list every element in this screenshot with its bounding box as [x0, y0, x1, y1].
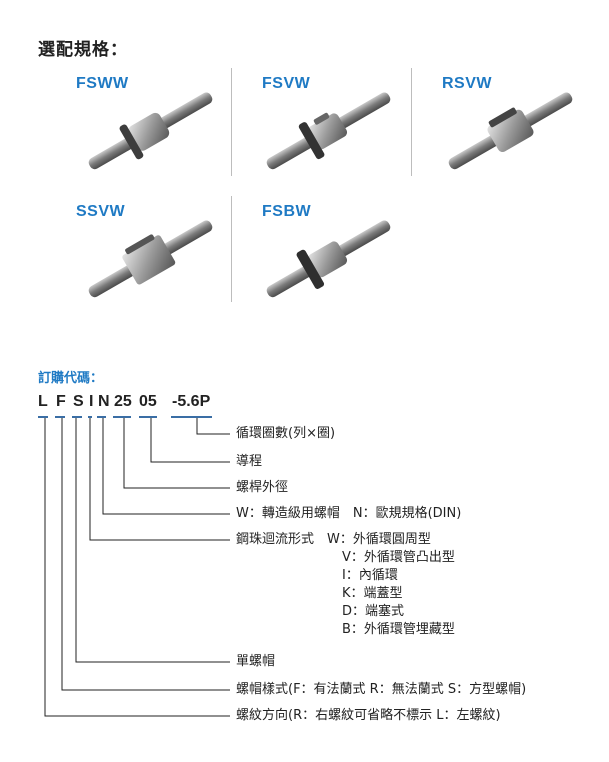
ball-screw-fsww-image [88, 92, 213, 170]
code-nut-standard: N [98, 393, 110, 410]
desc-screw-od: 螺桿外徑 [236, 480, 289, 495]
desc-thread-direction: 螺紋方向(R：右螺紋可省略不標示 L：左螺紋) [236, 708, 501, 723]
product-label-ssvw: SSVW [76, 203, 126, 220]
code-nut-style: F [56, 393, 66, 410]
desc-lead: 導程 [236, 454, 263, 469]
ball-screw-fsbw-image [266, 220, 391, 298]
order-code-title: 訂購代碼： [38, 371, 104, 386]
divider [411, 68, 412, 176]
code-thread-direction: L [38, 393, 48, 410]
desc-circ-d: D：端塞式 [342, 604, 405, 619]
code-screw-od: 25 [114, 393, 132, 410]
product-label-fsvw: FSVW [262, 75, 311, 92]
divider [231, 196, 232, 302]
ball-screw-ssvw-image [88, 220, 213, 298]
code-circulation-count: -5.6P [172, 393, 211, 410]
desc-circulation-type: 鋼珠迴流形式 W：外循環圓周型 [236, 532, 431, 547]
desc-nut-style: 螺帽樣式(F：有法蘭式 R：無法蘭式 S：方型螺帽) [236, 682, 527, 697]
code-circulation-type: I [89, 393, 94, 410]
ball-screw-rsvw-image [448, 92, 573, 170]
desc-circ-i: I：內循環 [342, 568, 398, 583]
ball-screw-fsvw-image [266, 92, 391, 170]
divider [231, 68, 232, 176]
desc-circ-k: K：端蓋型 [342, 586, 403, 601]
desc-single-nut: 單螺帽 [236, 654, 276, 669]
product-label-fsww: FSWW [76, 75, 129, 92]
code-lead: 05 [139, 393, 157, 410]
desc-circ-b: B：外循環管埋藏型 [342, 622, 455, 637]
section-title: 選配規格： [38, 40, 128, 60]
product-label-fsbw: FSBW [262, 203, 312, 220]
desc-circulation-count: 循環圈數(列×圈) [236, 426, 336, 441]
desc-nut-standard: W：轉造級用螺帽 N：歐規規格(DIN) [236, 506, 462, 521]
desc-circ-v: V：外循環管凸出型 [342, 550, 455, 565]
code-single-nut: S [73, 393, 84, 410]
product-label-rsvw: RSVW [442, 75, 492, 92]
